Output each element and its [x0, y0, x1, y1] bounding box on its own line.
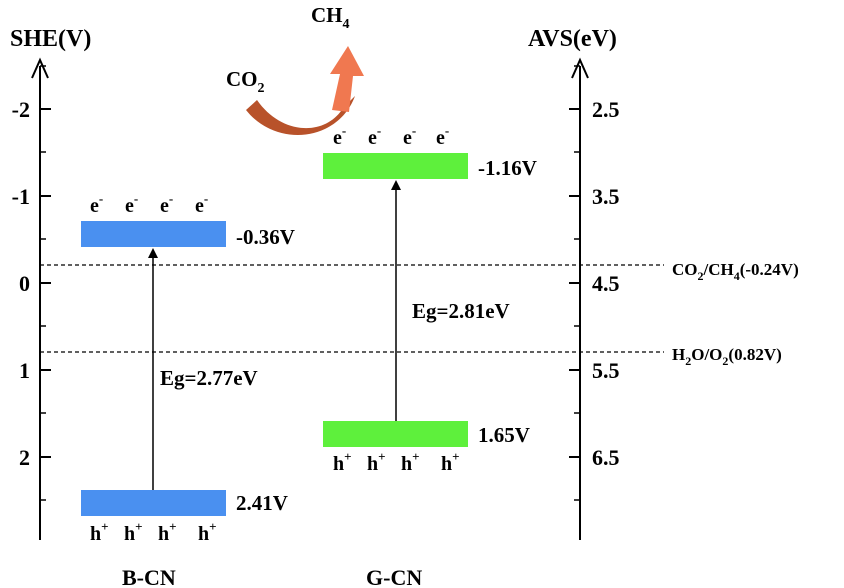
right-axis-ticks: 2.5 3.5 4.5 5.5 6.5	[569, 65, 620, 501]
bcn-electron-1: e-	[90, 191, 103, 217]
bcn-electron-2: e-	[125, 191, 138, 217]
bcn-holes: h+ h+ h+ h+	[90, 519, 217, 545]
bcn-electron-3: e-	[160, 191, 173, 217]
bcn-vb-label: 2.41V	[236, 491, 288, 515]
right-tick-label: 2.5	[592, 97, 620, 122]
left-axis-arrow	[31, 57, 49, 79]
bcn-hole-2: h+	[124, 519, 143, 545]
co2-ch4-reference-label: CO2/CH4(-0.24V)	[672, 260, 799, 283]
right-axis-arrow	[571, 57, 589, 79]
bcn-electron-4: e-	[195, 191, 208, 217]
bcn-gap-label: Eg=2.77eV	[160, 366, 258, 390]
right-axis-title: AVS(eV)	[528, 26, 617, 52]
bcn-cb-label: -0.36V	[236, 225, 295, 249]
bcn-hole-4: h+	[198, 519, 217, 545]
bcn-valence-band	[81, 490, 226, 516]
ch4-product-arrowhead-icon	[330, 46, 364, 112]
gcn-electron-2: e-	[368, 123, 381, 149]
gcn-electrons: e- e- e- e-	[333, 123, 449, 149]
h2o-o2-reference-label: H2O/O2(0.82V)	[672, 345, 782, 368]
co2-reactant-label: CO2	[226, 67, 265, 96]
bcn-conduction-band	[81, 221, 226, 247]
bcn-electrons: e- e- e- e-	[90, 191, 208, 217]
bcn-hole-1: h+	[90, 519, 109, 545]
gcn-electron-1: e-	[333, 123, 346, 149]
gcn-cb-label: -1.16V	[478, 156, 537, 180]
left-tick-label: -1	[12, 184, 30, 209]
right-tick-label: 6.5	[592, 445, 620, 470]
gcn-electron-4: e-	[436, 123, 449, 149]
left-tick-label: 0	[19, 271, 30, 296]
right-tick-label: 5.5	[592, 358, 620, 383]
left-tick-label: 1	[19, 358, 30, 383]
gcn-material-label: G-CN	[366, 565, 422, 588]
gcn-hole-2: h+	[367, 449, 386, 475]
bcn-material-label: B-CN	[122, 565, 176, 588]
gcn-valence-band	[323, 421, 468, 447]
co2-reduction-curved-arrow-icon	[246, 96, 355, 135]
left-axis-ticks: -2 -1 0 1 2	[12, 65, 51, 501]
gcn-hole-4: h+	[441, 449, 460, 475]
gcn-gap-label: Eg=2.81eV	[412, 299, 510, 323]
left-axis-title: SHE(V)	[10, 26, 91, 52]
gcn-holes: h+ h+ h+ h+	[333, 449, 460, 475]
ch4-product-label: CH4	[311, 3, 350, 32]
gcn-electron-3: e-	[403, 123, 416, 149]
gcn-conduction-band	[323, 153, 468, 179]
left-tick-label: -2	[12, 97, 30, 122]
right-tick-label: 4.5	[592, 271, 620, 296]
bcn-hole-3: h+	[158, 519, 177, 545]
left-tick-label: 2	[19, 445, 30, 470]
gcn-hole-1: h+	[333, 449, 352, 475]
right-tick-label: 3.5	[592, 184, 620, 209]
gcn-vb-label: 1.65V	[478, 423, 530, 447]
gcn-hole-3: h+	[401, 449, 420, 475]
